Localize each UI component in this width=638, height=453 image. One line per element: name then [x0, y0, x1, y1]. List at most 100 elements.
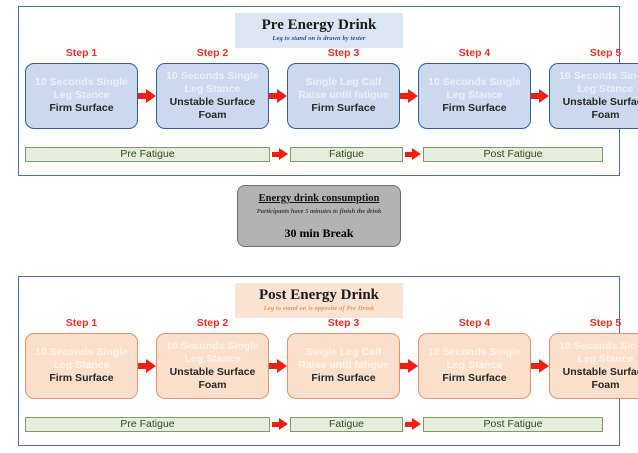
right-arrow-icon	[138, 88, 156, 104]
pre-arrow-4-5	[531, 63, 549, 129]
pre-step-5-label: Step 5	[589, 47, 622, 59]
pre-fatigue-bar-post: Post Fatigue	[423, 147, 603, 162]
pre-step-5-box[interactable]: 10 Seconds Single Leg Stance Unstable Su…	[549, 63, 638, 129]
post-arrow-1-2	[138, 333, 156, 399]
post-energy-drink-panel: Post Energy Drink Leg to stand on is opp…	[18, 276, 638, 446]
post-step-5: Step 5 10 Seconds Single Leg Stance Unst…	[549, 317, 638, 399]
pre-fatigue-arrow-1	[270, 148, 290, 161]
post-step-4-box[interactable]: 10 Seconds Single Leg Stance Firm Surfac…	[418, 333, 531, 399]
post-step-3: Step 3 Single Leg Calf Raise until fatig…	[287, 317, 400, 399]
pre-step-3: Step 3 Single Leg Calf Raise until fatig…	[287, 47, 400, 129]
pre-fatigue-row: Pre Fatigue Fatigue Post Fatigue	[25, 147, 613, 162]
pre-step-2-faded-line-1: 10 Seconds Single	[166, 69, 259, 82]
pre-step-4-label: Step 4	[458, 47, 491, 59]
post-step-4-bold-line-1: Firm Surface	[442, 372, 507, 385]
energy-drink-break-box: Energy drink consumption Participants ha…	[237, 185, 401, 247]
post-step-1: Step 1 10 Seconds Single Leg Stance Firm…	[25, 317, 138, 399]
post-step-2-label: Step 2	[196, 317, 229, 329]
pre-arrow-3-4	[400, 63, 418, 129]
post-step-2-bold-line-1: Unstable Surface	[169, 365, 256, 378]
post-fatigue-row: Pre Fatigue Fatigue Post Fatigue	[25, 417, 613, 432]
post-step-4-label: Step 4	[458, 317, 491, 329]
post-fatigue-arrow-1	[270, 418, 290, 431]
post-step-2: Step 2 10 Seconds Single Leg Stance Unst…	[156, 317, 269, 399]
post-step-2-bold-line-2: Foam	[198, 379, 227, 391]
post-step-2-faded-line-1: 10 Seconds Single	[166, 339, 259, 352]
post-fatigue-bar-fatigue: Fatigue	[290, 417, 403, 432]
post-step-2-faded-line-2: Leg Stance	[184, 352, 241, 365]
post-step-2-box[interactable]: 10 Seconds Single Leg Stance Unstable Su…	[156, 333, 269, 399]
right-arrow-icon	[400, 358, 418, 374]
pre-arrow-1-2	[138, 63, 156, 129]
post-steps-row: Step 1 10 Seconds Single Leg Stance Firm…	[25, 317, 638, 399]
pre-step-2-label: Step 2	[196, 47, 229, 59]
pre-fatigue-bar-fatigue: Fatigue	[290, 147, 403, 162]
post-step-3-faded-line-1: Single Leg Calf	[305, 346, 382, 359]
post-step-4: Step 4 10 Seconds Single Leg Stance Firm…	[418, 317, 531, 399]
pre-fatigue-arrow-2	[403, 148, 423, 161]
break-box-title: Energy drink consumption	[258, 193, 380, 204]
pre-step-5-faded-line-2: Leg Stance	[577, 82, 634, 95]
right-arrow-icon	[400, 88, 418, 104]
post-step-5-bold-line-2: Foam	[591, 379, 620, 391]
post-step-1-box[interactable]: 10 Seconds Single Leg Stance Firm Surfac…	[25, 333, 138, 399]
post-arrow-4-5	[531, 333, 549, 399]
pre-step-4: Step 4 10 Seconds Single Leg Stance Firm…	[418, 47, 531, 129]
pre-banner-title: Pre Energy Drink	[261, 17, 377, 33]
post-step-5-faded-line-2: Leg Stance	[577, 352, 634, 365]
break-box-duration: 30 min Break	[284, 226, 354, 240]
pre-banner-subtitle: Leg to stand on is drawn by tester	[272, 35, 366, 42]
right-arrow-icon	[405, 418, 421, 431]
post-step-3-faded-line-2: Raise until fatigue	[298, 359, 389, 372]
post-step-1-label: Step 1	[65, 317, 98, 329]
right-arrow-icon	[272, 418, 288, 431]
pre-step-2-bold-line-1: Unstable Surface	[169, 95, 256, 108]
pre-step-2: Step 2 10 Seconds Single Leg Stance Unst…	[156, 47, 269, 129]
pre-energy-drink-banner: Pre Energy Drink Leg to stand on is draw…	[235, 13, 403, 48]
pre-step-4-bold-line-1: Firm Surface	[442, 102, 507, 115]
right-arrow-icon	[269, 88, 287, 104]
pre-step-1-label: Step 1	[65, 47, 98, 59]
post-step-3-bold-line-1: Firm Surface	[311, 372, 376, 385]
post-arrow-2-3	[269, 333, 287, 399]
pre-step-2-box[interactable]: 10 Seconds Single Leg Stance Unstable Su…	[156, 63, 269, 129]
pre-step-3-bold-line-1: Firm Surface	[311, 102, 376, 115]
pre-step-1-faded-line-2: Leg Stance	[53, 89, 110, 102]
pre-fatigue-bar-pre: Pre Fatigue	[25, 147, 270, 162]
post-step-3-box[interactable]: Single Leg Calf Raise until fatigue Firm…	[287, 333, 400, 399]
pre-energy-drink-panel: Pre Energy Drink Leg to stand on is draw…	[18, 6, 638, 176]
post-step-5-faded-line-1: 10 Seconds Single	[559, 339, 638, 352]
pre-step-5-bold-line-1: Unstable Surface	[562, 95, 638, 108]
pre-step-4-box[interactable]: 10 Seconds Single Leg Stance Firm Surfac…	[418, 63, 531, 129]
post-step-1-faded-line-1: 10 Seconds Single	[35, 346, 128, 359]
pre-step-5-bold-line-2: Foam	[591, 109, 620, 121]
pre-step-1-box[interactable]: 10 Seconds Single Leg Stance Firm Surfac…	[25, 63, 138, 129]
post-banner-subtitle: Leg to stand on is opposite of Pre Drink	[263, 305, 375, 312]
post-arrow-3-4	[400, 333, 418, 399]
right-arrow-icon	[405, 148, 421, 161]
right-arrow-icon	[531, 358, 549, 374]
post-step-5-label: Step 5	[589, 317, 622, 329]
pre-step-1-faded-line-1: 10 Seconds Single	[35, 76, 128, 89]
pre-steps-row: Step 1 10 Seconds Single Leg Stance Firm…	[25, 47, 638, 129]
post-step-5-bold-line-1: Unstable Surface	[562, 365, 638, 378]
post-step-5-box[interactable]: 10 Seconds Single Leg Stance Unstable Su…	[549, 333, 638, 399]
post-energy-drink-banner: Post Energy Drink Leg to stand on is opp…	[235, 283, 403, 318]
pre-step-4-faded-line-1: 10 Seconds Single	[428, 76, 521, 89]
pre-step-2-faded-line-2: Leg Stance	[184, 82, 241, 95]
post-step-1-bold-line-1: Firm Surface	[49, 372, 114, 385]
right-arrow-icon	[272, 148, 288, 161]
pre-step-3-box[interactable]: Single Leg Calf Raise until fatigue Firm…	[287, 63, 400, 129]
pre-step-2-bold-line-2: Foam	[198, 109, 227, 121]
pre-step-4-faded-line-2: Leg Stance	[446, 89, 503, 102]
pre-step-5-faded-line-1: 10 Seconds Single	[559, 69, 638, 82]
break-box-subtitle: Participants have 5 minutes to finish th…	[256, 208, 382, 215]
pre-step-3-label: Step 3	[327, 47, 360, 59]
post-fatigue-arrow-2	[403, 418, 423, 431]
pre-step-3-faded-line-2: Raise until fatigue	[298, 89, 389, 102]
post-fatigue-bar-pre: Pre Fatigue	[25, 417, 270, 432]
post-fatigue-bar-post: Post Fatigue	[423, 417, 603, 432]
right-arrow-icon	[138, 358, 156, 374]
pre-step-5: Step 5 10 Seconds Single Leg Stance Unst…	[549, 47, 638, 129]
right-arrow-icon	[269, 358, 287, 374]
